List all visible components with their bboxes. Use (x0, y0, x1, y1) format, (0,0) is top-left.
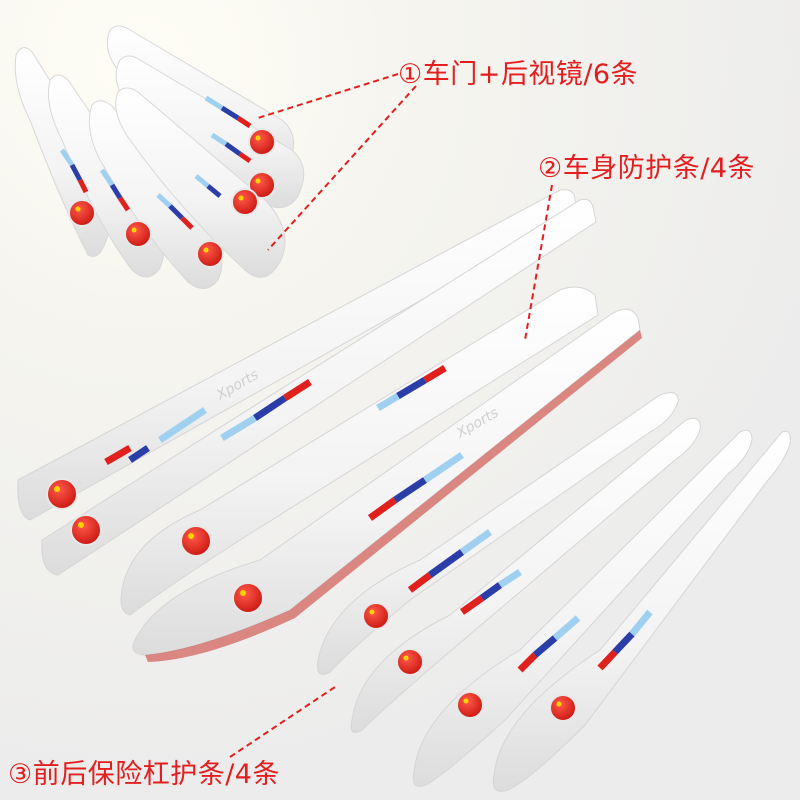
bumper-strip (412, 429, 753, 787)
callout-label-door-mirror: ①车门+后视镜/6条 (398, 59, 639, 90)
callout-line-body (524, 184, 553, 341)
bumper-strip-stripes (407, 529, 653, 673)
callout-line-door (257, 73, 399, 119)
flag-emblems-small (68, 128, 276, 268)
flag-emblems-body (46, 478, 264, 614)
body-strips: Xports Xports (17, 189, 642, 662)
body-strip-stripes (104, 364, 464, 521)
small-strip (88, 100, 223, 289)
bumper-strips (317, 392, 791, 792)
callout-line-door (267, 85, 417, 251)
body-strip (41, 198, 597, 576)
body-strip (120, 286, 599, 616)
callout-label-bumper: ③前后保险杠护条/4条 (8, 759, 280, 790)
bumper-strip (317, 392, 679, 675)
callout-label-body-strip: ②车身防护条/4条 (538, 153, 755, 184)
flag-emblems-bumper (362, 602, 577, 722)
door-mirror-strips (14, 25, 305, 289)
bumper-strip (350, 417, 701, 733)
callout-lines (229, 73, 553, 758)
callout-line-bumper (229, 684, 339, 758)
small-strip-stripes (59, 95, 252, 230)
body-strip (132, 308, 641, 656)
